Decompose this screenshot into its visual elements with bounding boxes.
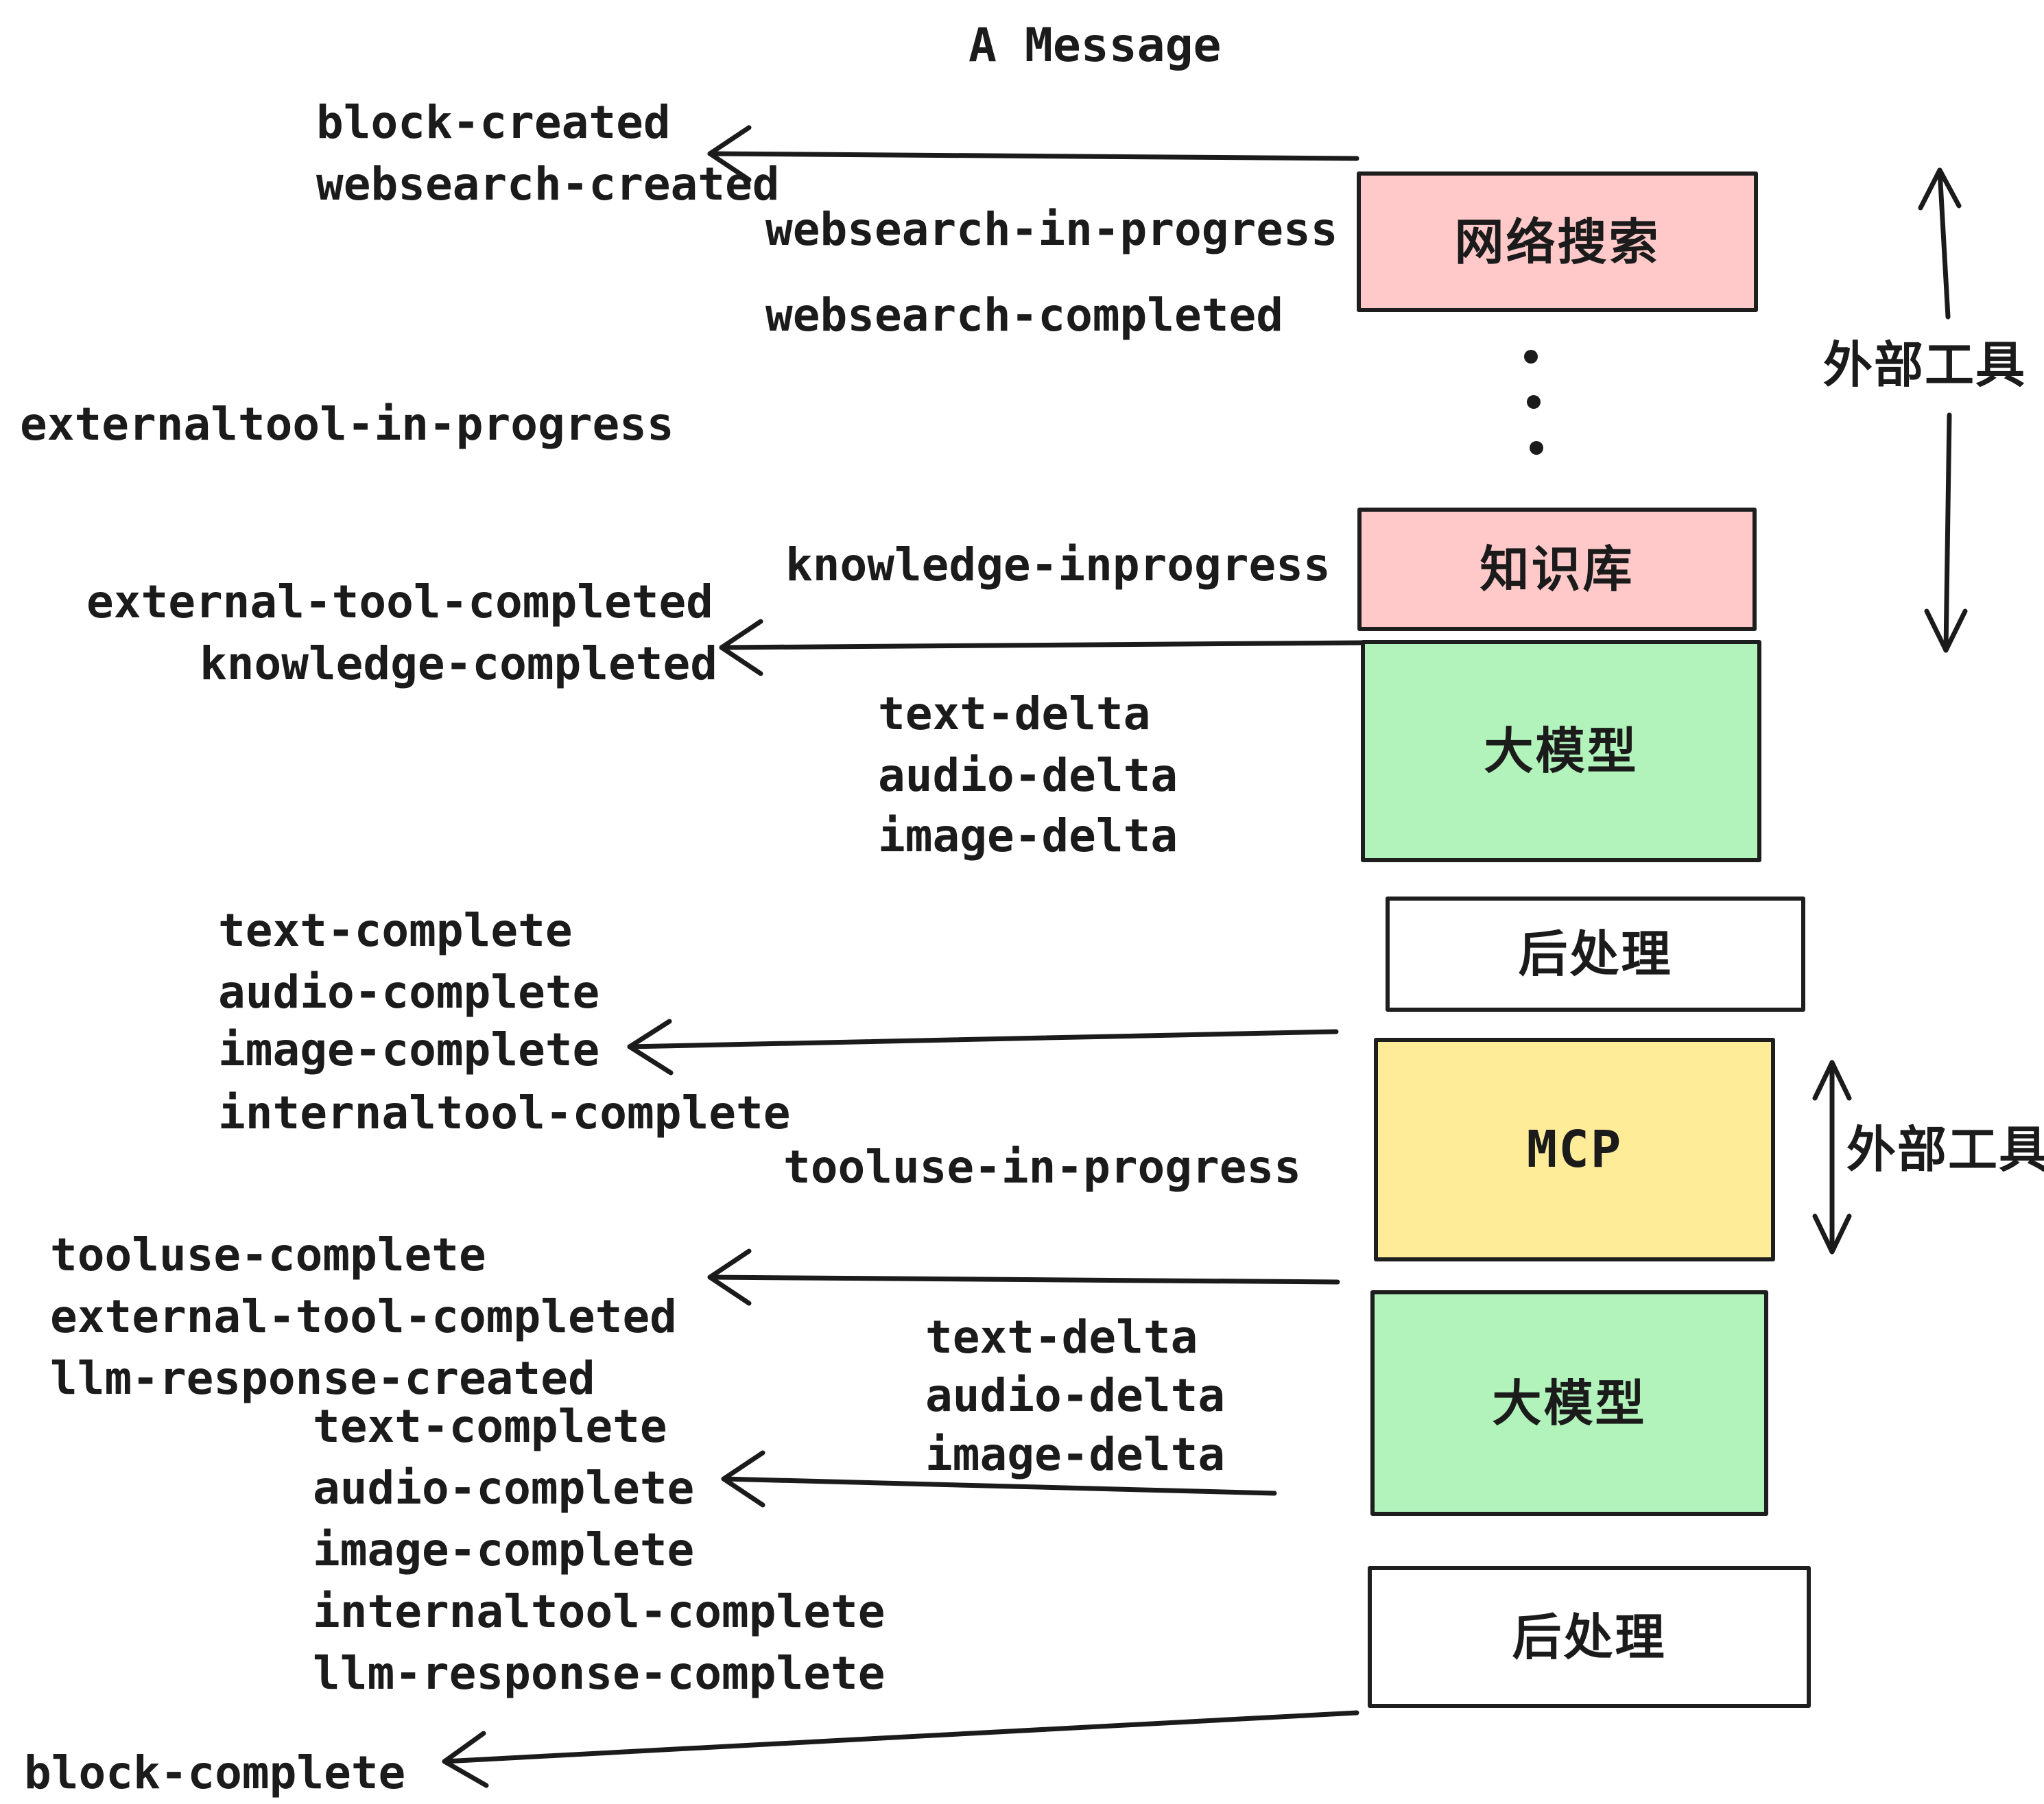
box-post-process-2-label: 后处理: [1512, 1608, 1667, 1666]
event-label-websearch-completed: websearch-completed: [765, 289, 1283, 342]
event-label-llm-response-created: llm-response-created: [50, 1352, 595, 1405]
box-knowledge-base-label: 知识库: [1479, 541, 1635, 598]
box-llm-2: 大模型: [1370, 1290, 1768, 1516]
page-title: A Message: [968, 19, 1222, 73]
event-label-text-complete-2: text-complete: [313, 1400, 667, 1453]
external-tools-label-top: 外部工具: [1823, 336, 2027, 394]
box-post-process-1-label: 后处理: [1518, 925, 1673, 983]
event-label-image-complete-2: image-complete: [313, 1523, 695, 1576]
event-label-image-complete-1: image-complete: [218, 1023, 600, 1076]
event-label-internaltool-complete-2: internaltool-complete: [313, 1585, 886, 1638]
external-tools-label-mcp: 外部工具: [1846, 1121, 2044, 1178]
event-label-websearch-in-progress: websearch-in-progress: [765, 203, 1338, 256]
event-label-external-tool-completed-2: external-tool-completed: [50, 1290, 677, 1343]
event-label-internaltool-complete-1: internaltool-complete: [218, 1087, 791, 1139]
event-label-websearch-created: websearch-created: [316, 158, 780, 211]
event-label-audio-complete-2: audio-complete: [313, 1462, 695, 1515]
box-knowledge-base: 知识库: [1357, 508, 1757, 631]
event-label-externaltool-in-progress: externaltool-in-progress: [20, 398, 674, 451]
event-label-audio-delta-2: audio-delta: [925, 1369, 1226, 1422]
event-label-knowledge-inprogress: knowledge-inprogress: [785, 538, 1331, 591]
arrow-tooluse-complete: [707, 1248, 1340, 1306]
event-label-image-delta-1: image-delta: [878, 809, 1178, 862]
arrow-block-complete: [442, 1710, 1359, 1788]
event-label-text-complete-1: text-complete: [218, 904, 573, 957]
box-mcp: MCP: [1374, 1038, 1775, 1261]
event-label-tooluse-in-progress: tooluse-in-progress: [783, 1141, 1301, 1194]
box-post-process-1: 后处理: [1386, 897, 1805, 1012]
event-label-audio-delta-1: audio-delta: [878, 749, 1178, 802]
event-label-text-delta-1: text-delta: [878, 687, 1151, 740]
box-post-process-2: 后处理: [1368, 1566, 1811, 1708]
event-label-llm-response-complete: llm-response-complete: [313, 1647, 886, 1700]
arrow-knowledge-completed: [719, 619, 1364, 676]
vertical-ellipsis-icon: [1524, 350, 1543, 455]
box-web-search-label: 网络搜索: [1454, 213, 1661, 271]
box-mcp-label: MCP: [1526, 1120, 1623, 1179]
box-llm-2-label: 大模型: [1492, 1374, 1647, 1432]
event-label-block-created: block-created: [316, 96, 671, 149]
event-label-knowledge-completed: knowledge-completed: [200, 637, 717, 690]
double-arrow-external-tools-mcp: [1812, 1060, 1852, 1255]
box-llm-1-label: 大模型: [1484, 722, 1639, 780]
double-arrow-external-tools-top: [1918, 167, 1968, 653]
arrow-websearch-created: [707, 125, 1359, 182]
event-label-block-complete: block-complete: [24, 1746, 406, 1799]
event-label-audio-complete-1: audio-complete: [218, 966, 600, 1019]
event-label-external-tool-completed: external-tool-completed: [86, 575, 713, 628]
box-llm-1: 大模型: [1361, 640, 1761, 862]
event-label-text-delta-2: text-delta: [925, 1311, 1198, 1364]
event-label-image-delta-2: image-delta: [925, 1428, 1226, 1481]
event-label-tooluse-complete: tooluse-complete: [50, 1229, 486, 1281]
arrow-image-complete: [627, 1019, 1339, 1076]
box-web-search: 网络搜索: [1357, 171, 1758, 312]
